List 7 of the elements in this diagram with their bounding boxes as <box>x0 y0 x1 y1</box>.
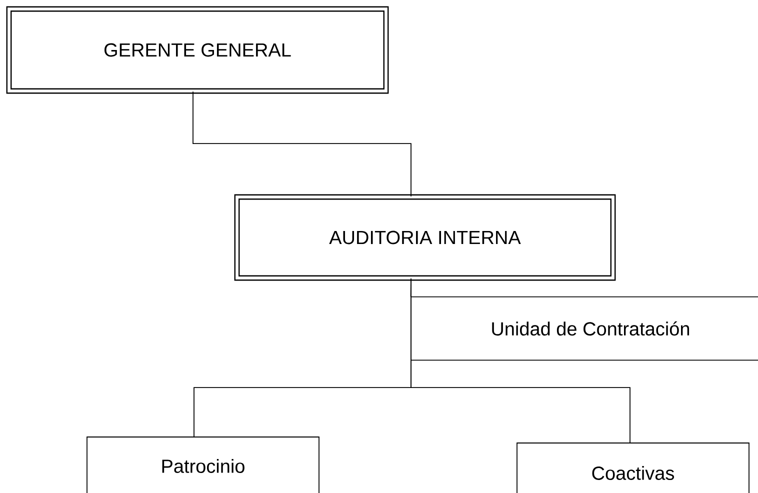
org-box: Coactivas <box>516 442 750 493</box>
org-box: Patrocinio <box>86 436 320 493</box>
org-box: AUDITORIA INTERNA <box>234 194 616 281</box>
org-box: GERENTE GENERAL <box>6 6 389 94</box>
org-box: Unidad de Contratación <box>410 296 758 361</box>
connector <box>410 278 630 443</box>
connector <box>192 91 412 197</box>
